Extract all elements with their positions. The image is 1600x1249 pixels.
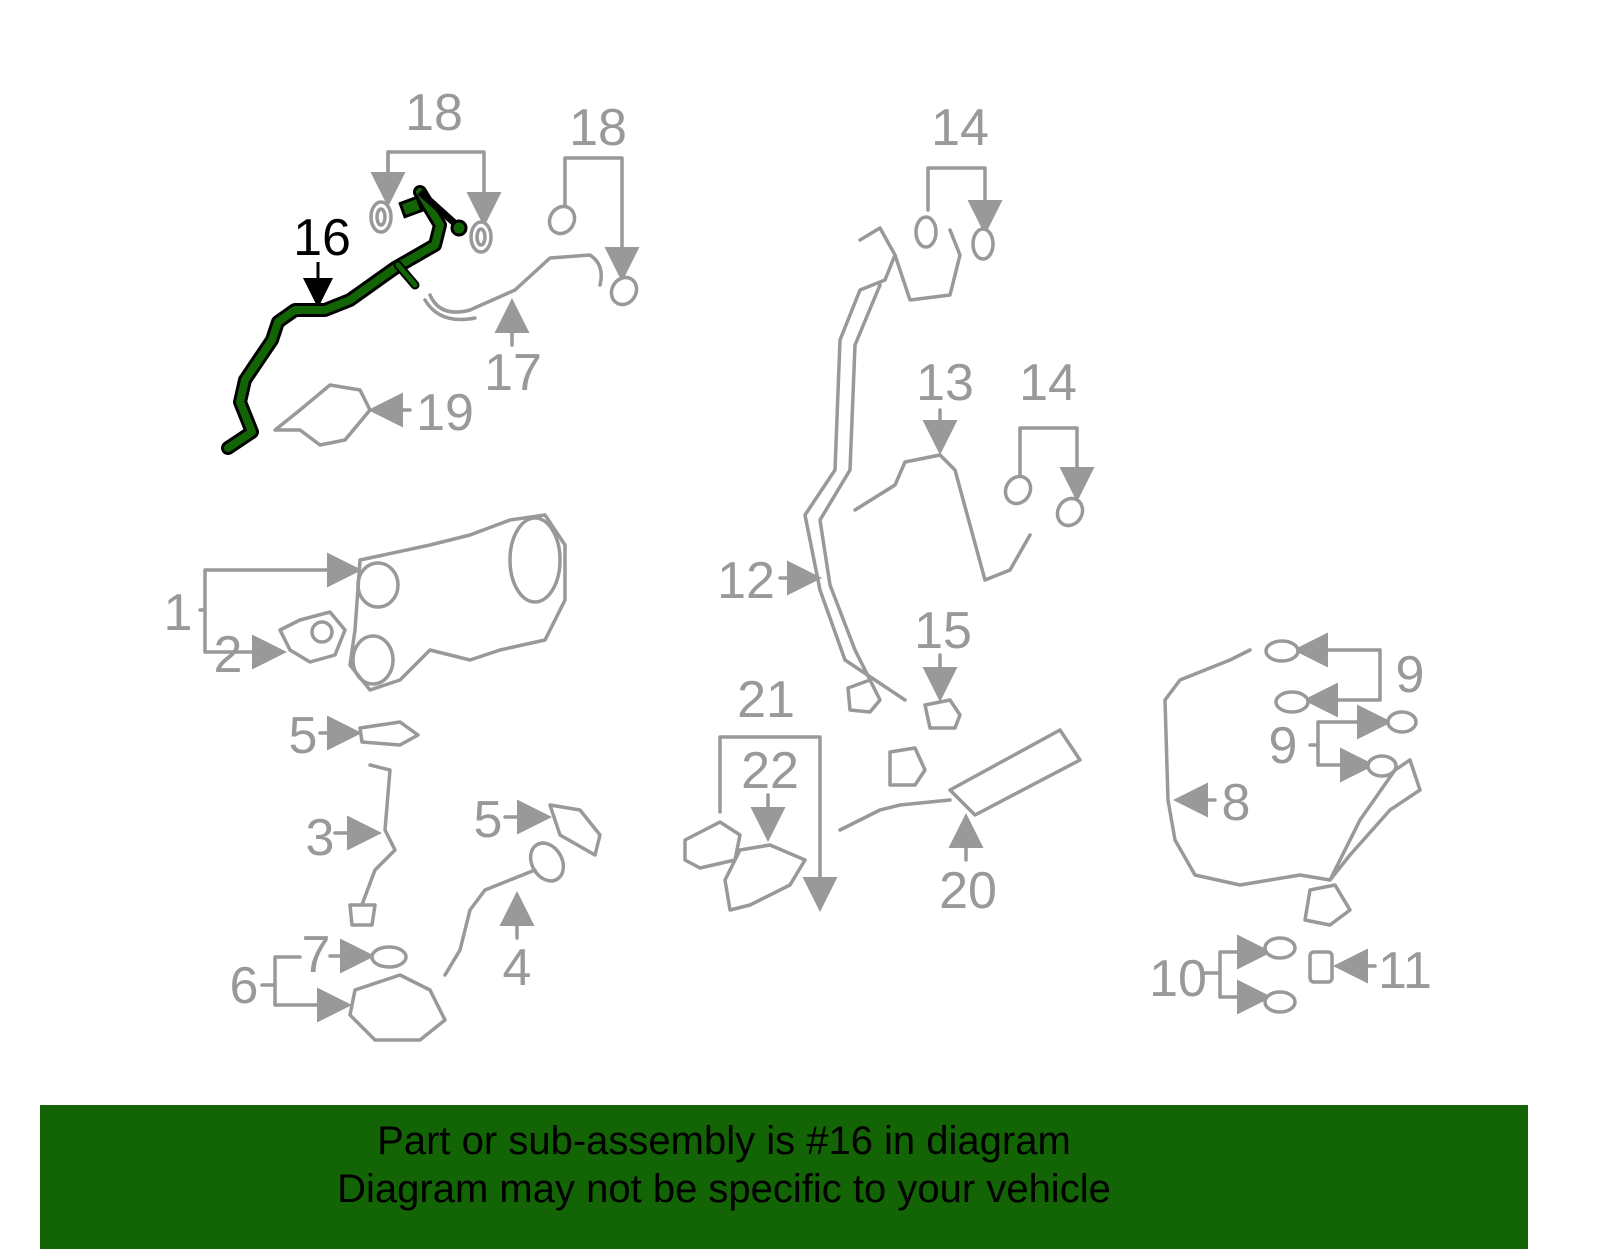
callout-8: 8 (1222, 774, 1251, 832)
callout-1: 1 (164, 584, 193, 642)
callout-6: 6 (230, 957, 259, 1015)
callout-13: 13 (916, 354, 974, 412)
info-banner: Part or sub-assembly is #16 in diagram D… (40, 1105, 1528, 1249)
callout-20: 20 (939, 862, 997, 920)
callout-5: 5 (474, 791, 503, 849)
callout-3: 3 (306, 809, 335, 867)
callout-19: 19 (416, 384, 474, 442)
callout-14: 14 (931, 99, 989, 157)
callout-5: 5 (289, 707, 318, 765)
callout-9: 9 (1269, 717, 1298, 775)
parts-gray (273, 200, 1422, 1042)
callout-7: 7 (302, 926, 331, 984)
callout-18: 18 (405, 84, 463, 142)
callout-16[interactable]: 16 (293, 209, 351, 267)
callout-4: 4 (503, 939, 532, 997)
callout-12: 12 (717, 552, 775, 610)
leader-lines (198, 150, 1392, 1023)
callout-22: 22 (741, 742, 799, 800)
callout-15: 15 (914, 602, 972, 660)
callout-18: 18 (569, 99, 627, 157)
banner-part-line: Part or sub-assembly is #16 in diagram (377, 1119, 1071, 1163)
callout-9: 9 (1396, 646, 1425, 704)
banner-disclaimer-line: Diagram may not be specific to your vehi… (337, 1167, 1111, 1211)
part-16-highlighted (221, 185, 468, 455)
callout-14: 14 (1019, 354, 1077, 412)
callout-11: 11 (1378, 942, 1432, 1000)
callout-labels: 18 18 16 17 19 14 13 14 1 2 12 15 21 22 … (164, 84, 1432, 1015)
callout-21: 21 (737, 671, 795, 729)
callout-2: 2 (214, 626, 243, 684)
callout-10: 10 (1149, 950, 1207, 1008)
callout-17: 17 (484, 344, 542, 402)
